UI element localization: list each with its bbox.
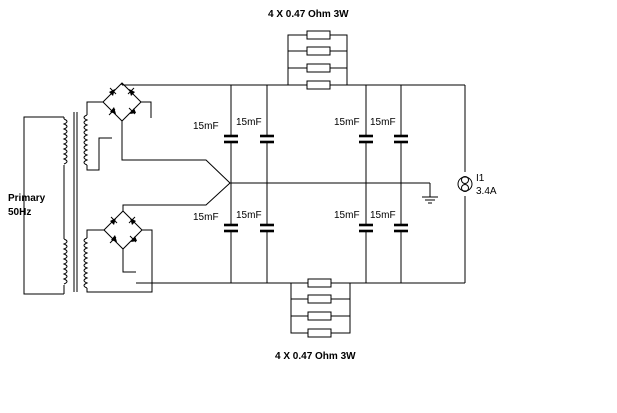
bridge-rectifier-lower (86, 182, 231, 293)
ground-symbol (422, 183, 438, 204)
capacitor-label: 15mF (236, 117, 262, 128)
bridge-upper-diodes (108, 87, 136, 116)
current-source-name: I1 (476, 173, 485, 184)
resistor-bank-bottom (290, 278, 351, 338)
capacitor-label: 15mF (193, 121, 219, 132)
capacitor-label: 15mF (370, 117, 396, 128)
top-resistor-label: 4 X 0.47 Ohm 3W (268, 9, 349, 20)
capacitor-column-2 (260, 85, 274, 283)
capacitor-label: 15mF (236, 210, 262, 221)
power-rails (122, 84, 466, 292)
bridge-lower-diamond (86, 210, 143, 250)
bridge-lower-diodes (109, 216, 137, 244)
primary-coil-upper (62, 118, 68, 165)
resistor (307, 294, 332, 304)
current-source (457, 176, 473, 192)
capacitor-label: 15mF (334, 210, 360, 221)
bridge-rectifier-upper (86, 82, 231, 184)
primary-label: Primary (8, 193, 46, 204)
secondary-coil-upper (83, 114, 89, 166)
resistor (306, 63, 331, 73)
capacitor-column-1 (224, 85, 238, 283)
bridge-upper-ac-in (86, 137, 112, 171)
resistor (307, 328, 332, 338)
capacitor-column-4 (394, 85, 408, 283)
resistor (306, 46, 331, 56)
bridge-upper-to-center (121, 121, 231, 184)
capacitor-label: 15mF (193, 212, 219, 223)
bottom-resistor-label: 4 X 0.47 Ohm 3W (275, 351, 356, 362)
resistor (307, 278, 332, 288)
resistor (306, 80, 331, 90)
resistor (306, 30, 331, 40)
capacitor-label: 15mF (370, 210, 396, 221)
primary-coil-lower (62, 238, 68, 285)
bridge-upper-stub (141, 101, 152, 118)
secondary-coil-lower (83, 237, 89, 289)
capacitor-label: 15mF (334, 117, 360, 128)
capacitor-column-3 (359, 85, 373, 283)
transformer (23, 112, 89, 295)
resistor-bank-top (287, 30, 348, 90)
bridge-lower-stub (122, 249, 136, 273)
current-source-value: 3.4A (476, 186, 497, 197)
bridge-lower-to-center (122, 182, 231, 211)
primary-freq-label: 50Hz (8, 207, 31, 218)
primary-wire (23, 116, 64, 295)
resistor (307, 311, 332, 321)
